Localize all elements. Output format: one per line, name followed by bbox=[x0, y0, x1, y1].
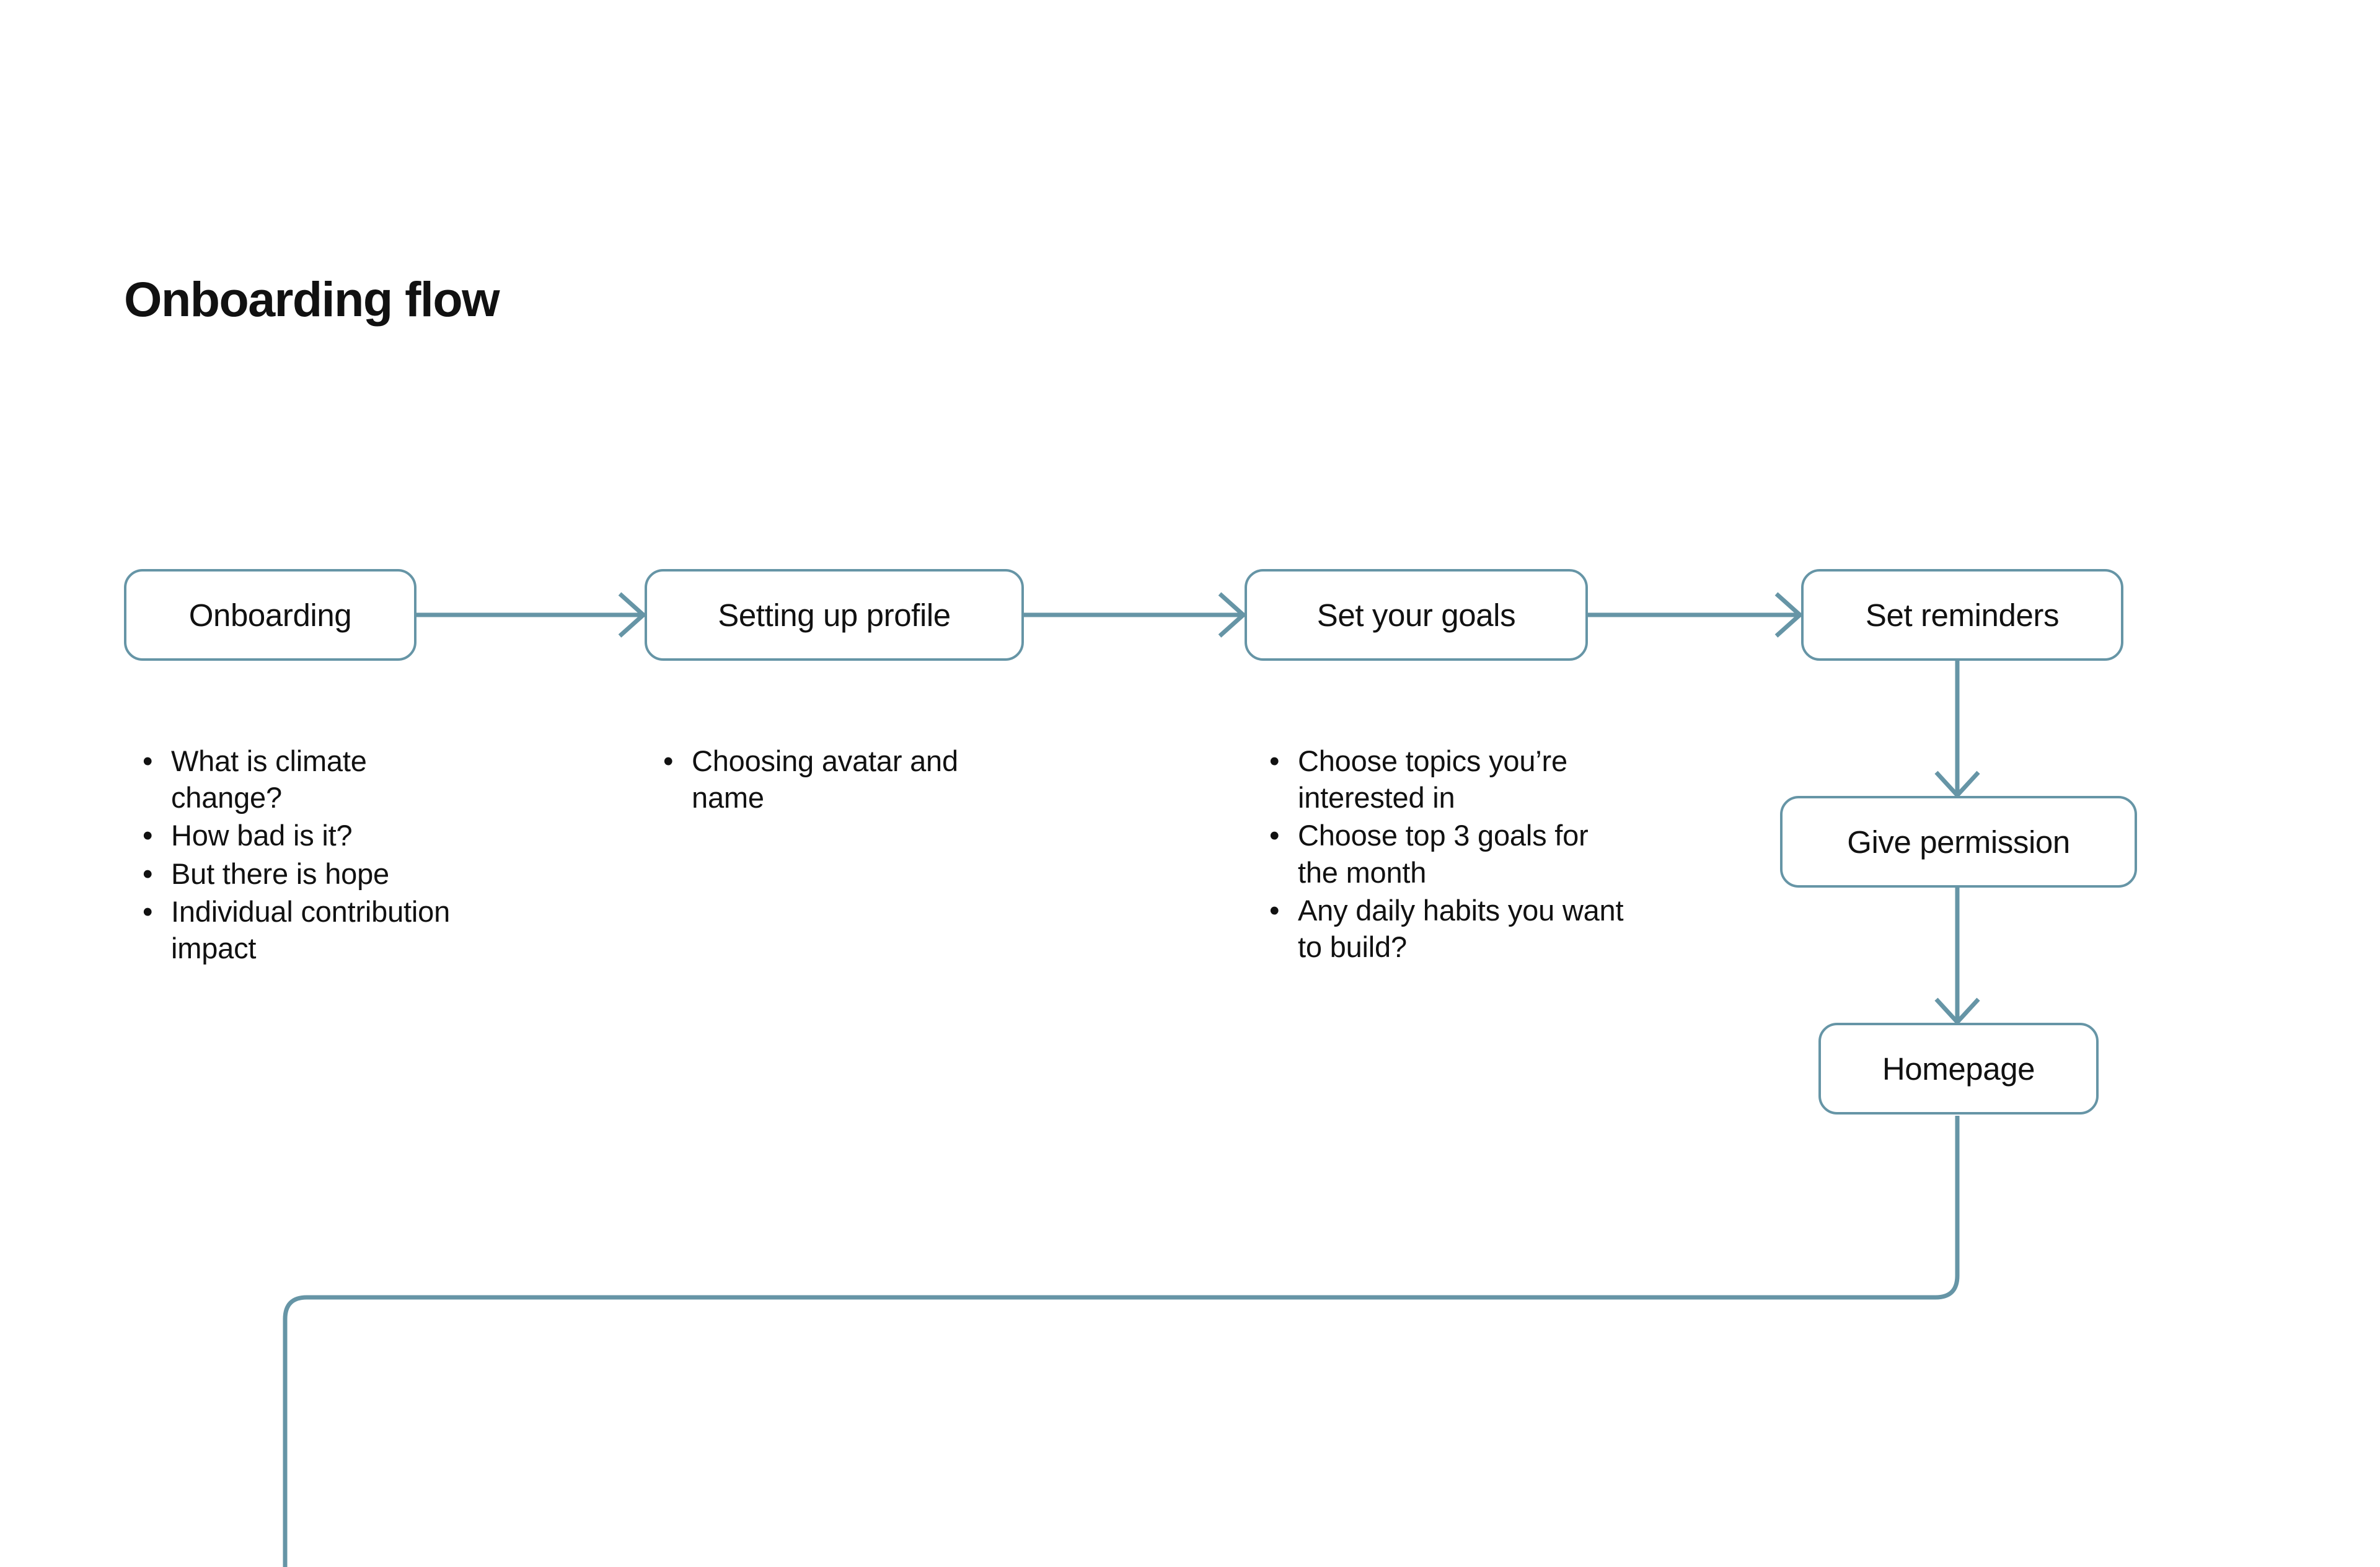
connector-homepage-loop bbox=[283, 1116, 1960, 1567]
notes-list: • What is climate change? • How bad is i… bbox=[138, 743, 466, 966]
list-item-label: Individual contribution impact bbox=[171, 894, 451, 965]
list-item-label: But there is hope bbox=[171, 857, 389, 890]
list-item-label: Choose topics you’re interested in bbox=[1298, 744, 1567, 814]
notes-list: • Choose topics you’re interested in • C… bbox=[1264, 743, 1636, 965]
list-item: • What is climate change? bbox=[138, 743, 466, 816]
bullet-icon: • bbox=[1269, 744, 1280, 777]
notes-list: • Choosing avatar and name bbox=[658, 743, 1005, 816]
flow-node-set-reminders[interactable]: Set reminders bbox=[1801, 569, 2123, 661]
arrowhead-goals bbox=[1218, 592, 1246, 638]
page-title: Onboarding flow bbox=[124, 271, 500, 327]
list-item-label: Any daily habits you want to build? bbox=[1298, 893, 1624, 964]
notes-column-set-your-goals: • Choose topics you’re interested in • C… bbox=[1264, 743, 1636, 966]
bullet-icon: • bbox=[143, 857, 153, 890]
arrowhead-profile bbox=[618, 592, 646, 638]
list-item: • Any daily habits you want to build? bbox=[1264, 892, 1636, 965]
list-item: • Individual contribution impact bbox=[138, 893, 466, 966]
bullet-icon: • bbox=[143, 744, 153, 777]
flow-node-onboarding[interactable]: Onboarding bbox=[124, 569, 416, 661]
list-item: • Choosing avatar and name bbox=[658, 743, 1005, 816]
bullet-icon: • bbox=[143, 819, 153, 852]
bullet-icon: • bbox=[1269, 893, 1280, 927]
list-item-label: How bad is it? bbox=[171, 819, 353, 852]
list-item: • How bad is it? bbox=[138, 817, 466, 854]
flow-node-homepage[interactable]: Homepage bbox=[1818, 1023, 2099, 1115]
bullet-icon: • bbox=[663, 744, 674, 777]
list-item: • Choose top 3 goals for the month bbox=[1264, 817, 1636, 890]
flow-node-setting-up-profile[interactable]: Setting up profile bbox=[645, 569, 1024, 661]
list-item: • But there is hope bbox=[138, 855, 466, 892]
bullet-icon: • bbox=[143, 894, 153, 928]
arrowhead-reminders bbox=[1774, 592, 1802, 638]
list-item-label: What is climate change? bbox=[171, 744, 367, 814]
notes-column-onboarding: • What is climate change? • How bad is i… bbox=[138, 743, 466, 968]
arrowhead-permission bbox=[1934, 770, 1980, 798]
notes-column-setting-up-profile: • Choosing avatar and name bbox=[658, 743, 1005, 817]
arrowhead-homepage bbox=[1934, 997, 1980, 1025]
flow-node-give-permission[interactable]: Give permission bbox=[1780, 796, 2137, 888]
list-item: • Choose topics you’re interested in bbox=[1264, 743, 1636, 816]
list-item-label: Choosing avatar and name bbox=[692, 744, 958, 814]
bullet-icon: • bbox=[1269, 819, 1280, 852]
list-item-label: Choose top 3 goals for the month bbox=[1298, 819, 1589, 889]
flow-node-set-your-goals[interactable]: Set your goals bbox=[1245, 569, 1588, 661]
